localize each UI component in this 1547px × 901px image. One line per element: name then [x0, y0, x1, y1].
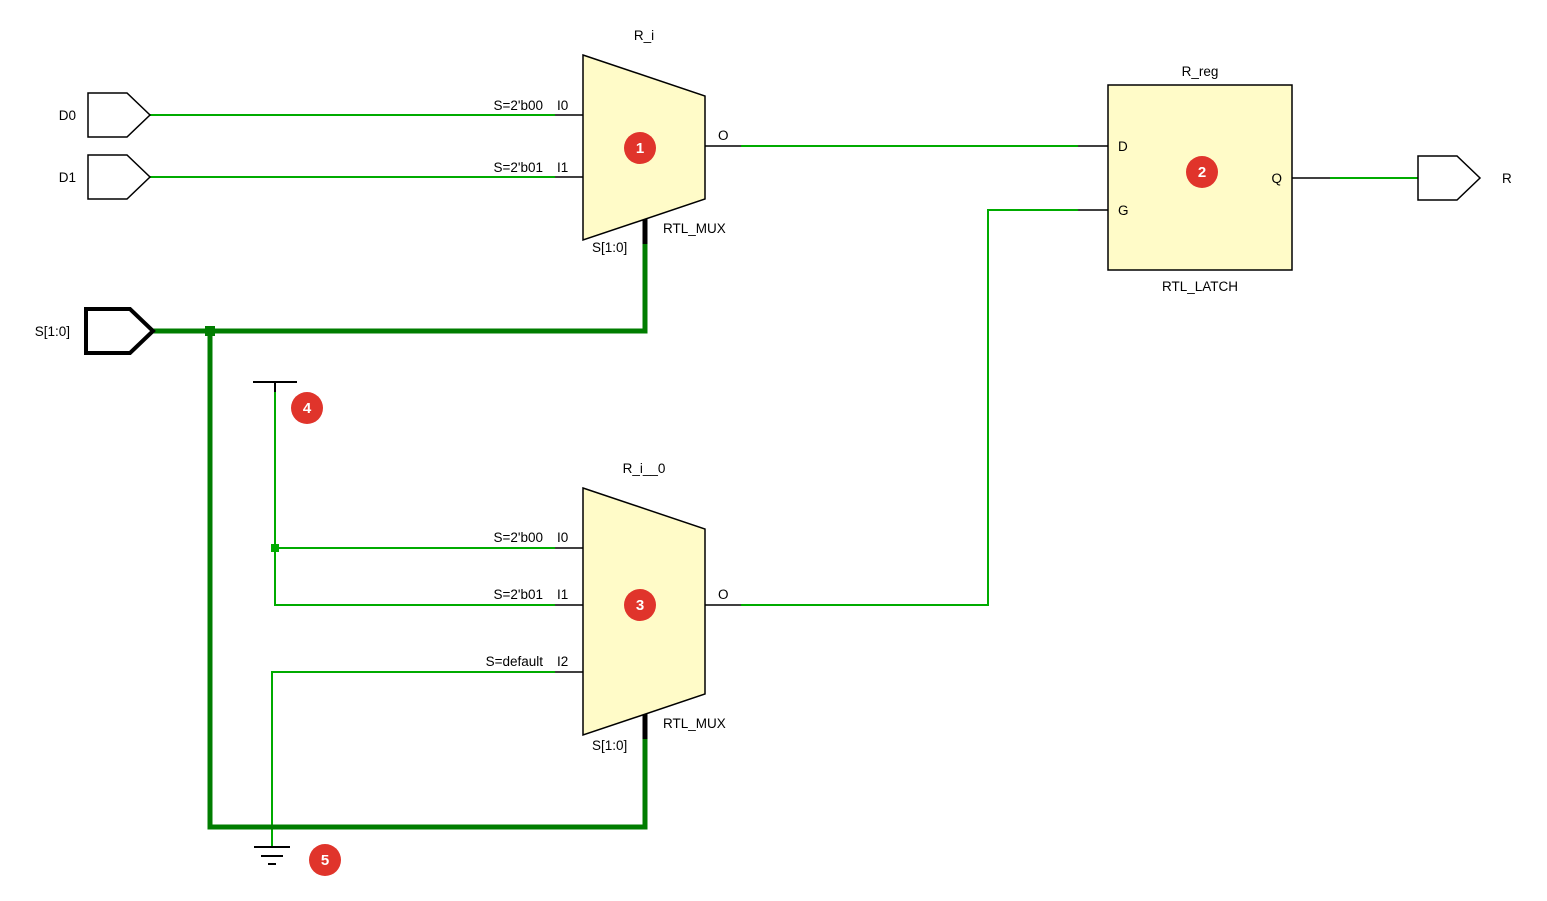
port-r-label: R	[1502, 171, 1512, 186]
port-r[interactable]	[1417, 155, 1482, 201]
marker-1-circle	[624, 132, 656, 164]
tie-symbol-4[interactable]	[253, 381, 297, 392]
latch-g-pin: G	[1118, 203, 1129, 218]
bus-s	[153, 243, 648, 830]
pin-stubs	[555, 114, 1330, 673]
marker-3-number: 3	[636, 597, 644, 614]
latch-q-pin: Q	[1271, 171, 1282, 186]
junction-gnd4-branch	[271, 544, 279, 552]
port-d1[interactable]	[87, 154, 152, 200]
mux1-i1-cond: S=2'b01	[494, 160, 544, 175]
bus-s-to-mux2-select[interactable]	[207, 331, 648, 830]
mux1-type: RTL_MUX	[663, 221, 726, 236]
junction-bus-s	[205, 326, 215, 336]
port-s[interactable]	[84, 307, 156, 355]
mux2-i1-cond: S=2'b01	[494, 587, 544, 602]
net-gnd4-to-mux2-i1[interactable]	[274, 383, 555, 606]
mux1-i1-pin: I1	[557, 160, 568, 175]
net-gnd5-to-mux2-i2[interactable]	[271, 671, 555, 847]
bus-s-to-mux1-select[interactable]	[153, 243, 648, 334]
mux1-title: R_i	[634, 28, 654, 43]
net-junctions	[271, 544, 279, 552]
port-d0-label: D0	[59, 108, 76, 123]
port-d1-label: D1	[59, 170, 76, 185]
bus-junctions	[205, 326, 215, 336]
mux2-title: R_i__0	[623, 461, 666, 476]
mux1-i0-pin: I0	[557, 98, 568, 113]
port-d0[interactable]	[87, 92, 152, 138]
marker-2-number: 2	[1198, 164, 1206, 181]
mux2-i2-cond: S=default	[486, 654, 544, 669]
marker-4-circle	[291, 392, 323, 424]
latch-title: R_reg	[1182, 64, 1219, 79]
mux2-select-label: S[1:0]	[592, 738, 627, 753]
mux2-i2-pin: I2	[557, 654, 568, 669]
net-mux2-o-to-latch-g[interactable]	[741, 209, 1078, 606]
marker-2-circle	[1186, 156, 1218, 188]
mux2-i0-pin: I0	[557, 530, 568, 545]
marker-4-number: 4	[303, 400, 312, 417]
ground-symbol-5[interactable]	[254, 846, 290, 865]
latch-type: RTL_LATCH	[1162, 279, 1238, 294]
nets	[150, 114, 1418, 847]
marker-3-circle	[624, 589, 656, 621]
latch-d-pin: D	[1118, 139, 1128, 154]
marker-5-circle	[309, 844, 341, 876]
port-s-label: S[1:0]	[35, 324, 70, 339]
marker-circles	[291, 132, 1218, 876]
markers: 1 2 3 4 5	[291, 132, 1218, 876]
mux2-i1-pin: I1	[557, 587, 568, 602]
labels: D0 D1 S[1:0] R R_i S=2'b00 I0 S=2'b01 I1…	[35, 28, 1512, 753]
mux1-o-pin: O	[718, 128, 729, 143]
marker-5-number: 5	[321, 852, 329, 869]
ports	[84, 92, 1482, 355]
mux1-i0-cond: S=2'b00	[494, 98, 544, 113]
mux2-o-pin: O	[718, 587, 729, 602]
mux2-type: RTL_MUX	[663, 716, 726, 731]
mux1-select-label: S[1:0]	[592, 240, 627, 255]
ground-symbols	[253, 381, 297, 865]
mux2-i0-cond: S=2'b00	[494, 530, 544, 545]
marker-numbers: 1 2 3 4 5	[303, 140, 1206, 869]
marker-1-number: 1	[636, 140, 644, 157]
